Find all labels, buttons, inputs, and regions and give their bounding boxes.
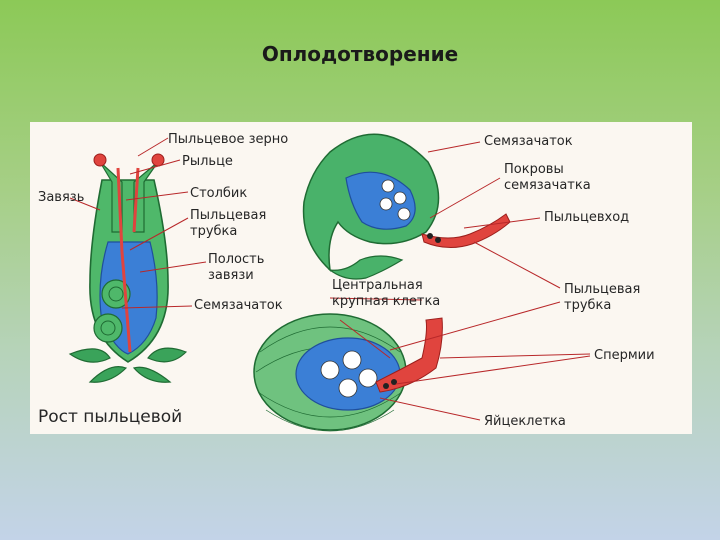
ovule-illustration [304,134,510,279]
label-style: Столбик [190,186,247,201]
label-micropyle: Пыльцевход [544,210,629,225]
label-ovary-cavity-line1: Полость [208,252,264,267]
label-ovary: Завязь [38,190,84,205]
label-integuments-line1: Покровы [504,162,564,177]
label-ovary-cavity-line2: завязи [208,268,254,283]
fertilization-diagram: Пыльцевое зерно Рыльце Завязь Столбик Пы… [30,122,692,434]
label-pollen-tube-right-line1: Пыльцевая [564,282,640,297]
slide-title: Оплодотворение [0,42,720,66]
label-sperm: Спермии [594,348,655,363]
label-egg-cell: Яйцеклетка [484,414,566,429]
label-pollen-grain: Пыльцевое зерно [168,132,288,147]
label-ovule-top: Семязачаток [484,134,573,149]
label-pollen-tube-line2: трубка [190,224,237,239]
label-pollen-tube-line1: Пыльцевая [190,208,266,223]
label-stigma: Рыльце [182,154,233,169]
label-central-cell-line1: Центральная [332,278,423,293]
label-central-cell-line2: крупная клетка [332,294,440,309]
label-pollen-tube-right-line2: трубка [564,298,611,313]
caption-pollen-growth: Рост пыльцевой [38,408,182,427]
label-ovule-left: Семязачаток [194,298,283,313]
label-integuments-line2: семязачатка [504,178,591,193]
embryo-sac-illustration [254,314,442,431]
